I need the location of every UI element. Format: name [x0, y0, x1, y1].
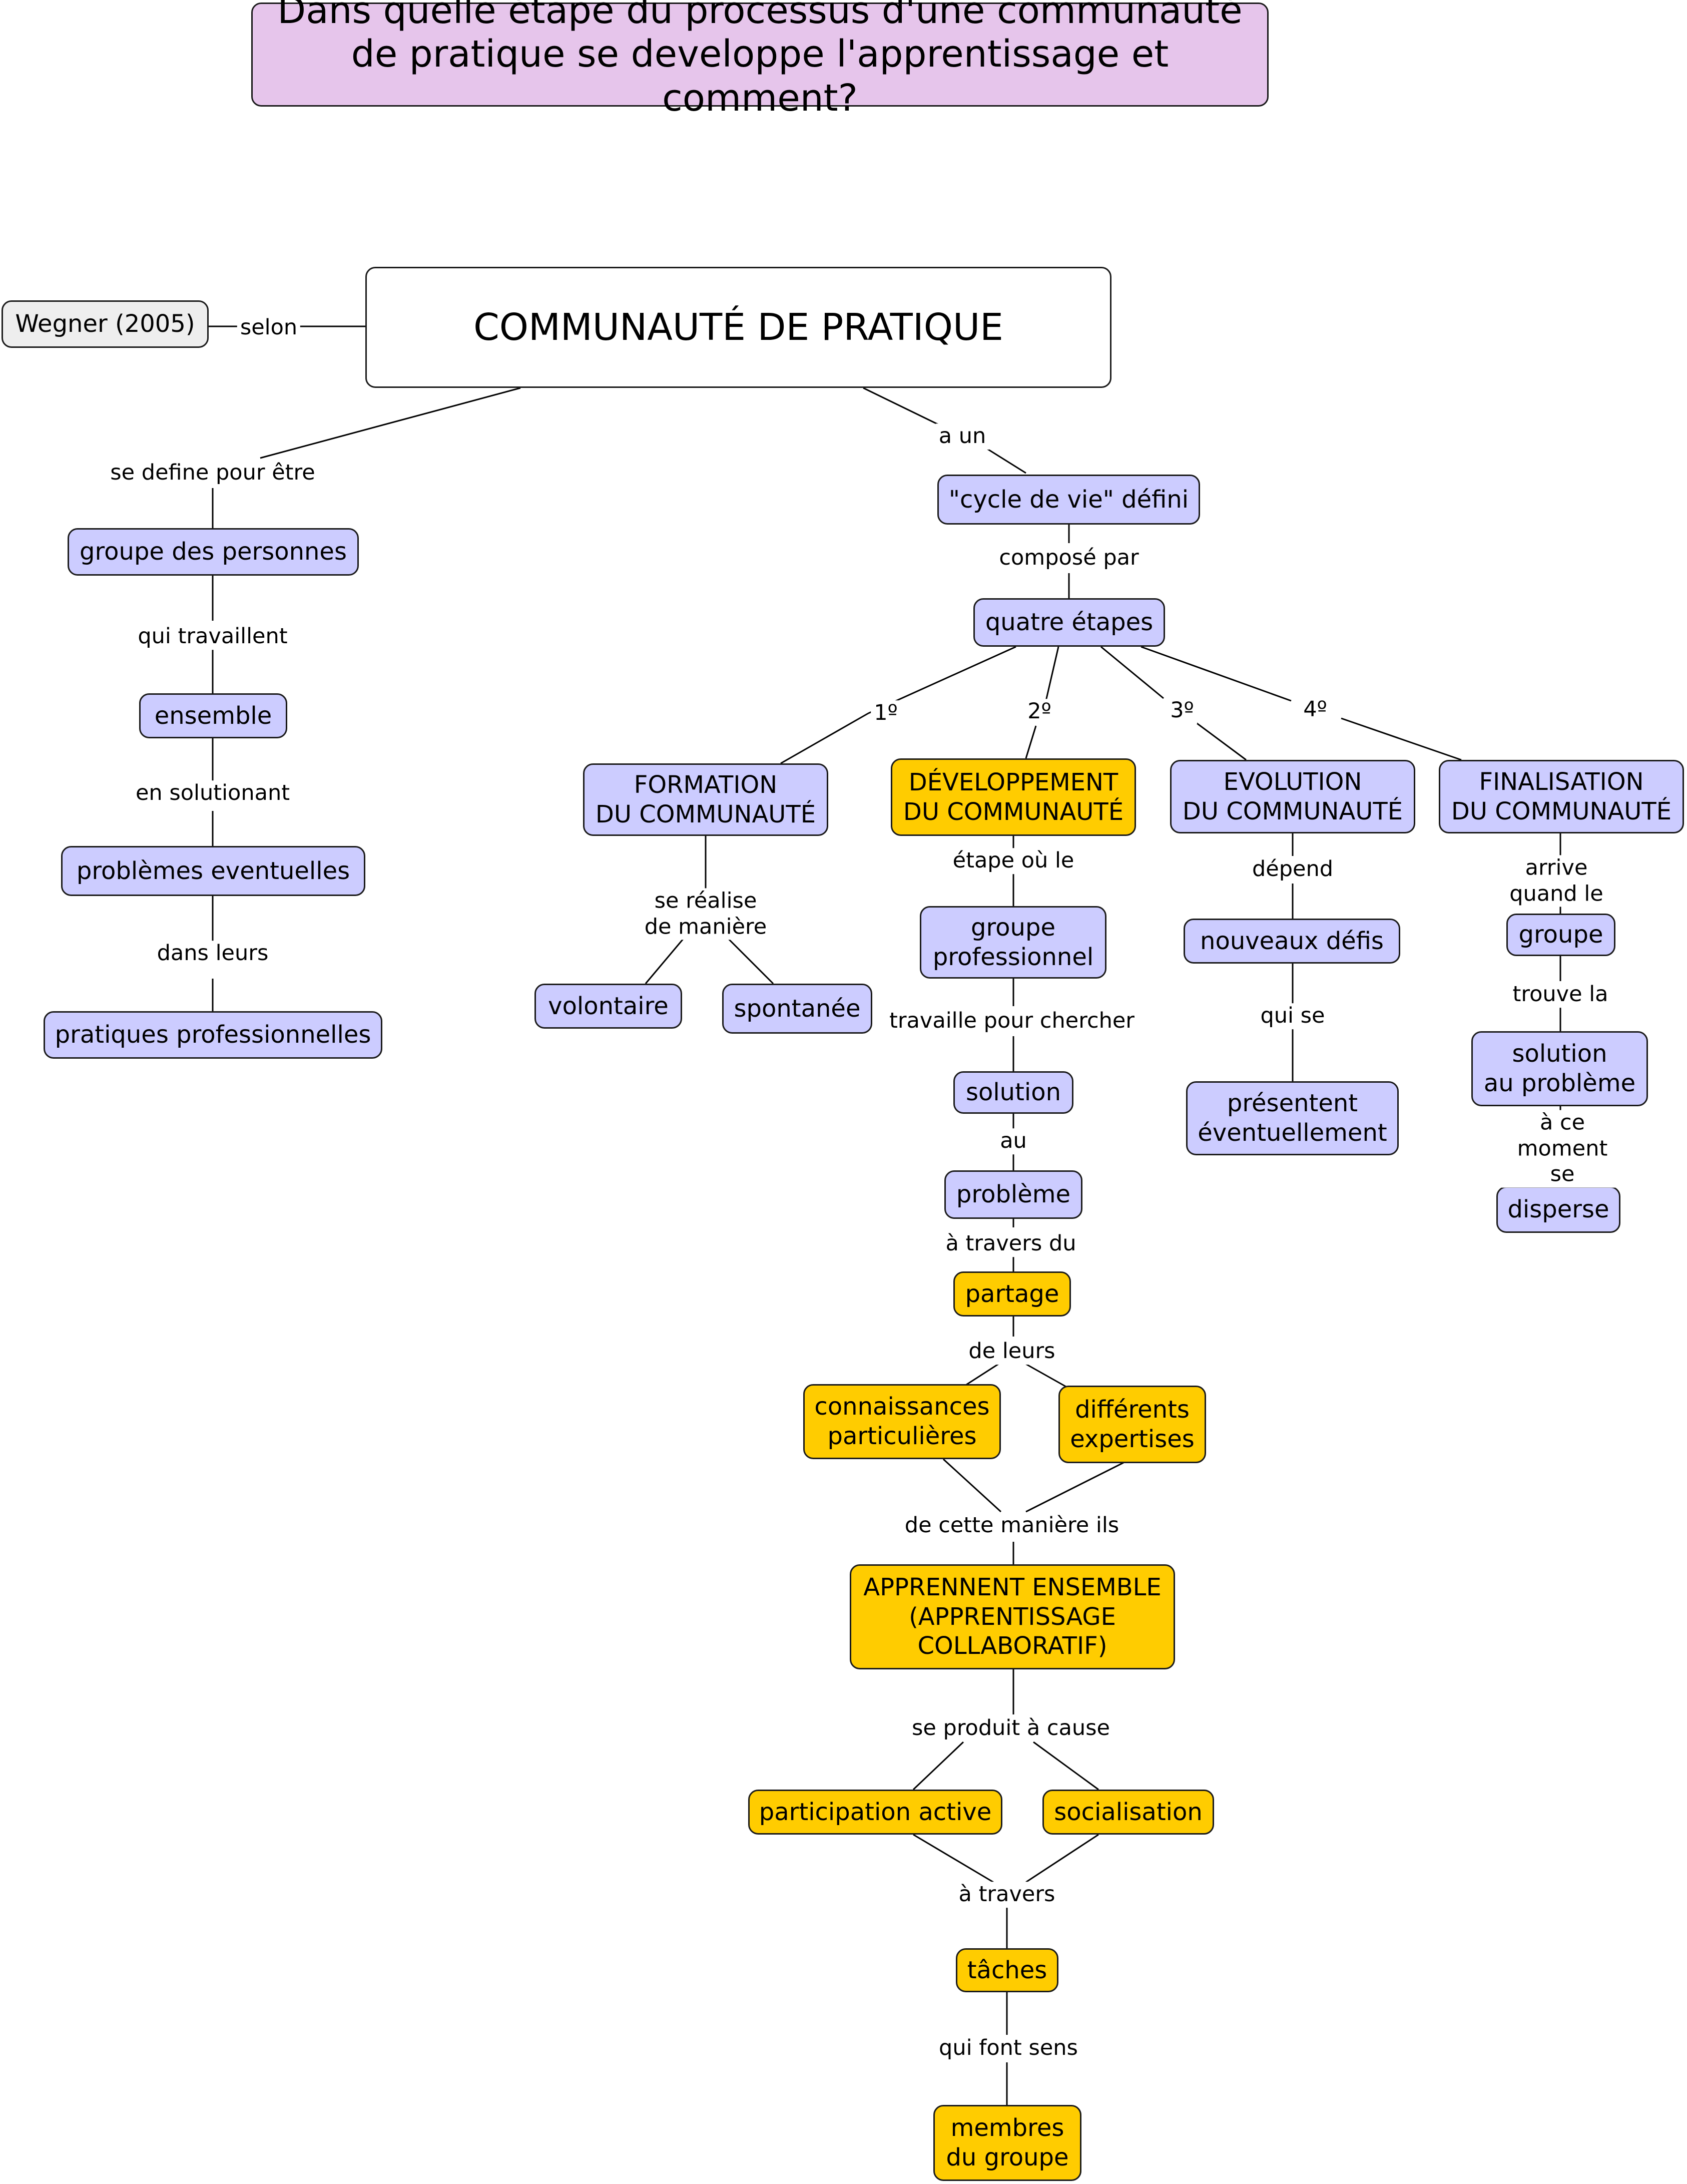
edge — [1100, 646, 1164, 699]
edge — [913, 1834, 994, 1883]
node-disperse[interactable]: disperse — [1496, 1186, 1620, 1233]
node-apprennent-ensemble[interactable]: APPRENNENT ENSEMBLE (APPRENTISSAGE COLLA… — [850, 1564, 1175, 1669]
link-label: composé par — [996, 545, 1142, 571]
edge — [1341, 717, 1462, 761]
link-label: 1º — [871, 700, 901, 726]
link-label: travaille pour chercher — [886, 1008, 1138, 1034]
node-solution[interactable]: solution — [953, 1071, 1073, 1114]
edge — [260, 387, 521, 459]
link-label: dans leurs — [154, 941, 272, 967]
edge — [780, 712, 869, 764]
link-label: qui font sens — [936, 2035, 1081, 2061]
edge — [863, 387, 939, 425]
node-cycle-de-vie[interactable]: "cycle de vie" défini — [937, 475, 1200, 525]
link-label: se produit à cause — [908, 1715, 1113, 1741]
node-socialisation[interactable]: socialisation — [1042, 1790, 1214, 1835]
link-label: qui travaillent — [135, 624, 291, 650]
edge — [1025, 1363, 1066, 1388]
node-spontanee[interactable]: spontanée — [722, 984, 872, 1034]
edge — [1025, 725, 1037, 759]
node-groupe-des-personnes[interactable]: groupe des personnes — [68, 528, 359, 576]
node-developpement[interactable]: DÉVELOPPEMENT DU COMMUNAUTÉ — [891, 758, 1136, 836]
node-probleme[interactable]: problème — [944, 1170, 1082, 1219]
link-label: 4º — [1300, 697, 1330, 723]
link-label: en solutionant — [132, 780, 293, 806]
link-label: selon — [237, 315, 301, 341]
node-differents-expertises[interactable]: différents expertises — [1058, 1386, 1206, 1463]
node-partage[interactable]: partage — [953, 1271, 1071, 1317]
node-wegner[interactable]: Wegner (2005) — [2, 300, 209, 348]
node-finalisation[interactable]: FINALISATION DU COMMUNAUTÉ — [1439, 760, 1684, 833]
node-membres-du-groupe[interactable]: membres du groupe — [933, 2105, 1081, 2181]
link-label: dépend — [1249, 856, 1337, 883]
edge — [963, 1363, 999, 1388]
link-label: se define pour être — [107, 460, 318, 486]
node-problemes-eventuelles[interactable]: problèmes eventuelles — [61, 846, 365, 896]
node-connaissances[interactable]: connaissances particulières — [803, 1384, 1001, 1459]
edge — [942, 1458, 1002, 1513]
node-presentent[interactable]: présentent éventuellement — [1186, 1081, 1399, 1155]
node-groupe-finalisation[interactable]: groupe — [1506, 914, 1615, 956]
node-nouveaux-defis[interactable]: nouveaux défis — [1184, 919, 1400, 964]
edge — [1045, 646, 1059, 701]
link-label: se réalise de manière — [641, 888, 770, 940]
edge — [1025, 1462, 1124, 1513]
node-participation-active[interactable]: participation active — [748, 1790, 1002, 1835]
link-label: arrive quand le — [1491, 855, 1622, 907]
node-evolution[interactable]: EVOLUTION DU COMMUNAUTÉ — [1170, 760, 1415, 833]
node-volontaire[interactable]: volontaire — [534, 984, 682, 1029]
node-communaute-de-pratique[interactable]: COMMUNAUTÉ DE PRATIQUE — [365, 267, 1111, 388]
link-label: qui se — [1257, 1003, 1328, 1029]
link-label: à ce moment se — [1500, 1110, 1625, 1188]
edge — [1193, 720, 1247, 761]
edge — [645, 936, 687, 984]
edge — [725, 935, 774, 985]
node-ensemble[interactable]: ensemble — [139, 693, 287, 738]
link-label: étape où le — [949, 848, 1077, 874]
link-label: de cette manière ils — [901, 1513, 1122, 1539]
node-groupe-professionnel[interactable]: groupe professionnel — [920, 906, 1106, 979]
edge — [1025, 1834, 1099, 1883]
link-label: 3º — [1167, 698, 1197, 724]
link-label: à travers — [955, 1882, 1058, 1908]
node-solution-au-probleme[interactable]: solution au problème — [1471, 1031, 1648, 1106]
edge — [985, 447, 1026, 474]
link-label: trouve la — [1509, 982, 1611, 1008]
edge — [1033, 1741, 1099, 1791]
link-label: a un — [935, 423, 989, 450]
node-formation[interactable]: FORMATION DU COMMUNAUTÉ — [583, 763, 828, 836]
node-taches[interactable]: tâches — [956, 1948, 1058, 1992]
edge — [1141, 646, 1292, 702]
node-quatre-etapes[interactable]: quatre étapes — [973, 598, 1165, 647]
link-label: 2º — [1024, 699, 1054, 725]
node-pratiques-professionnelles[interactable]: pratiques professionnelles — [44, 1011, 382, 1059]
link-label: au — [997, 1128, 1030, 1154]
link-label: à travers du — [942, 1231, 1079, 1257]
question-title: Dans quelle étape du processus d'une com… — [251, 0, 1269, 120]
edge — [912, 1741, 964, 1791]
link-label: de leurs — [965, 1339, 1058, 1365]
